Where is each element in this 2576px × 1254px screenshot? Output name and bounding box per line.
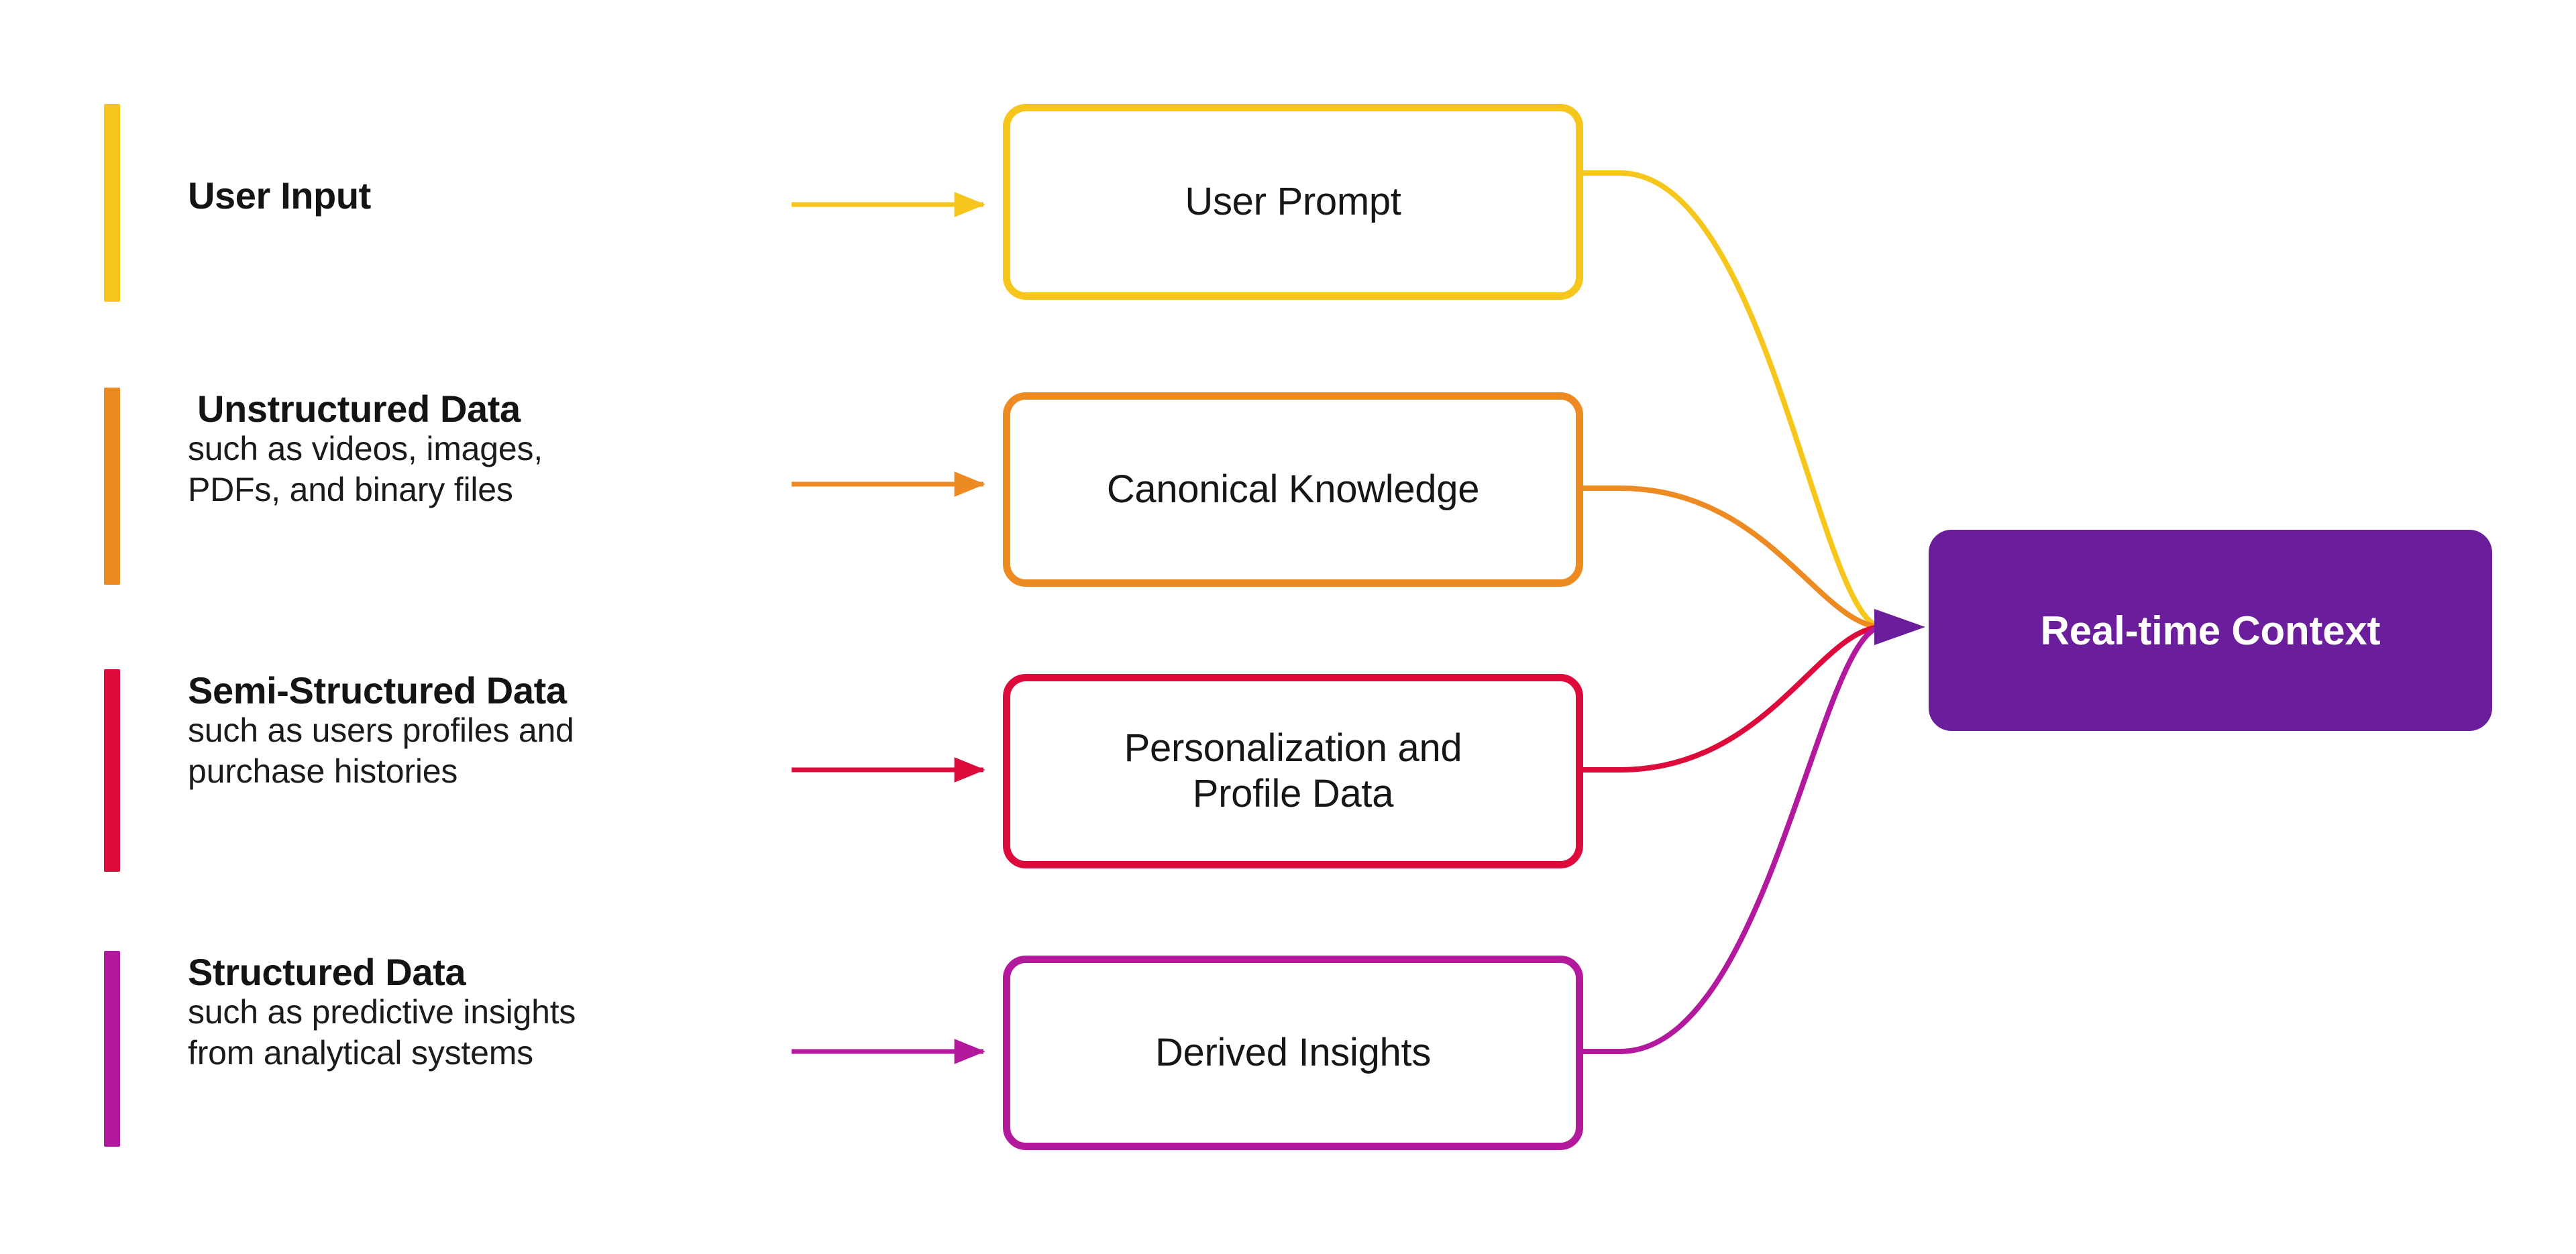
node-box-real-time-context[interactable]: Real-time Context [1929,530,2492,731]
node-label-derived-insights: Derived Insights [1155,1030,1431,1076]
node-label-line: Canonical Knowledge [1106,467,1480,511]
node-label-line: Derived Insights [1155,1030,1432,1074]
node-label-canonical-knowledge: Canonical Knowledge [1106,467,1480,512]
source-desc-semi-structured-data-line-2: purchase histories [188,752,458,791]
source-title-user-input: User Input [188,174,371,217]
node-box-derived-insights[interactable]: Derived Insights [1003,956,1583,1150]
source-desc-structured-data-line-1: such as predictive insights [188,993,576,1031]
accent-bar-structured-data [104,951,120,1147]
source-label-semi-structured-data: Semi-Structured Data such as users profi… [188,671,574,792]
source-desc-unstructured-data-line-2: PDFs, and binary files [188,471,513,509]
node-box-user-prompt[interactable]: User Prompt [1003,104,1583,300]
source-label-unstructured-data: Unstructured Data such as videos, images… [188,389,543,510]
node-label-line: Personalization and [1124,726,1462,770]
node-box-personalization-and-profile-data[interactable]: Personalization and Profile Data [1003,674,1583,868]
source-title-semi-structured-data: Semi-Structured Data [188,669,567,711]
curve-structured-data-to-real-time-context [1580,624,1885,1054]
node-label-real-time-context: Real-time Context [2040,608,2381,653]
curve-user-input-to-real-time-context [1580,170,1885,630]
accent-bar-semi-structured-data [104,669,120,872]
source-desc-semi-structured-data-line-1: such as users profiles and [188,711,574,750]
curve-semi-structured-data-to-real-time-context [1580,624,1885,773]
curve-unstructured-data-to-real-time-context [1580,486,1885,630]
node-label-line: Profile Data [1192,772,1394,815]
node-box-canonical-knowledge[interactable]: Canonical Knowledge [1003,392,1583,587]
source-label-user-input: User Input [188,174,371,217]
source-desc-unstructured-data-line-1: such as videos, images, [188,430,543,468]
accent-bar-unstructured-data [104,388,120,585]
accent-bar-user-input [104,104,120,302]
node-label-line: User Prompt [1185,179,1401,223]
source-label-structured-data: Structured Data such as predictive insig… [188,952,576,1074]
node-label-personalization-and-profile-data: Personalization and Profile Data [1124,726,1462,817]
node-label-user-prompt: User Prompt [1185,179,1401,225]
source-title-structured-data: Structured Data [188,951,466,993]
source-title-unstructured-data: Unstructured Data [197,388,521,430]
arrowhead-to-real-time-context [1874,609,1925,645]
source-desc-structured-data-line-2: from analytical systems [188,1034,533,1072]
